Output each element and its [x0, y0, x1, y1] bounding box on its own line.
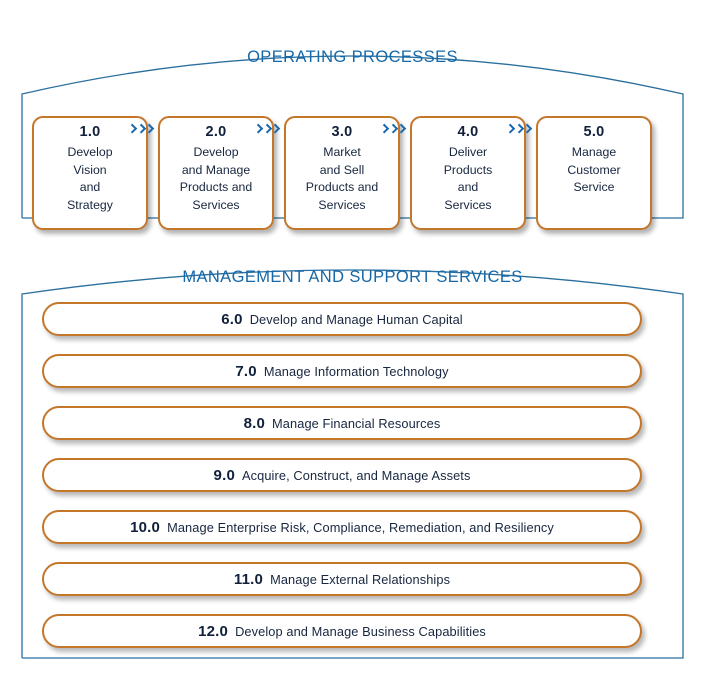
process-box-1-number: 1.0	[79, 124, 101, 140]
support-row-6-label: Develop and Manage Human Capital	[249, 311, 463, 327]
process-box-4[interactable]: 4.0 Deliver Products and Services	[410, 116, 526, 230]
connector-1-2	[129, 121, 153, 135]
process-box-3-line-1: Market	[323, 145, 361, 159]
management-support-services-section: MANAGEMENT AND SUPPORT SERVICES 6.0 Deve…	[0, 248, 705, 688]
support-row-12[interactable]: 12.0 Develop and Manage Business Capabil…	[42, 614, 642, 648]
support-row-9-number: 9.0	[213, 466, 235, 484]
process-box-5-label: Manage Customer Service	[538, 142, 650, 197]
process-box-4-line-4: Services	[444, 197, 492, 212]
process-box-5[interactable]: 5.0 Manage Customer Service	[536, 116, 652, 230]
support-row-10-label: Manage Enterprise Risk, Compliance, Reme…	[167, 519, 554, 535]
process-box-4-line-2: Products	[443, 162, 493, 177]
operating-processes-section: OPERATING PROCESSES 1.0 Develop Vision a…	[0, 22, 705, 232]
chevron-right-icon	[507, 124, 514, 133]
support-row-8-label: Manage Financial Resources	[272, 415, 441, 431]
support-row-11[interactable]: 11.0 Manage External Relationships	[42, 562, 642, 596]
process-box-1-line-2: Vision	[73, 162, 107, 177]
process-box-3-line-3: Products and	[305, 180, 379, 194]
management-support-services-title: MANAGEMENT AND SUPPORT SERVICES	[182, 268, 523, 286]
support-row-9[interactable]: 9.0 Acquire, Construct, and Manage Asset…	[42, 458, 642, 492]
support-row-6-number: 6.0	[221, 310, 243, 328]
process-box-2-line-4: Services	[192, 197, 240, 212]
process-box-1[interactable]: 1.0 Develop Vision and Strategy	[32, 116, 148, 230]
process-box-1-label: Develop Vision and Strategy	[34, 142, 146, 214]
connector-3-4	[381, 121, 405, 135]
process-box-4-line-1: Deliver	[448, 145, 488, 159]
support-row-12-number: 12.0	[198, 622, 229, 640]
process-box-2-line-2: and Manage	[181, 162, 251, 177]
operating-processes-title: OPERATING PROCESSES	[247, 48, 458, 66]
process-box-1-line-3: and	[79, 180, 101, 194]
process-box-1-line-4: Strategy	[67, 197, 113, 212]
support-row-8-number: 8.0	[243, 414, 266, 432]
process-box-2-line-1: Develop	[193, 145, 239, 159]
process-box-3-line-4: Services	[318, 197, 366, 212]
process-box-2-label: Develop and Manage Products and Services	[160, 142, 272, 214]
process-box-5-line-2: Customer	[567, 162, 621, 177]
process-box-2-number: 2.0	[205, 124, 227, 140]
support-row-8[interactable]: 8.0 Manage Financial Resources	[42, 406, 642, 440]
process-box-5-line-3: Service	[573, 180, 615, 194]
process-box-3-line-2: and Sell	[319, 162, 365, 177]
chevron-right-icon	[381, 124, 388, 133]
process-box-4-line-3: and	[457, 180, 479, 194]
process-box-4-number: 4.0	[457, 124, 479, 140]
support-row-11-label: Manage External Relationships	[270, 571, 451, 587]
process-box-3-number: 3.0	[331, 124, 353, 140]
support-row-9-label: Acquire, Construct, and Manage Assets	[241, 467, 471, 483]
process-box-3[interactable]: 3.0 Market and Sell Products and Service…	[284, 116, 400, 230]
support-row-12-label: Develop and Manage Business Capabilities	[235, 623, 486, 639]
chevron-right-icon	[398, 124, 405, 133]
support-row-7[interactable]: 7.0 Manage Information Technology	[42, 354, 642, 388]
process-box-5-number: 5.0	[583, 124, 605, 140]
support-row-10[interactable]: 10.0 Manage Enterprise Risk, Compliance,…	[42, 510, 642, 544]
chevron-right-icon	[255, 124, 262, 133]
support-row-7-number: 7.0	[235, 362, 257, 380]
process-box-2-line-3: Products and	[179, 180, 253, 194]
connector-2-3	[255, 121, 279, 135]
support-row-7-label: Manage Information Technology	[263, 363, 449, 379]
process-box-3-label: Market and Sell Products and Services	[286, 142, 398, 214]
chevron-right-icon	[129, 124, 136, 133]
process-box-1-line-1: Develop	[67, 145, 113, 159]
process-box-4-label: Deliver Products and Services	[412, 142, 524, 214]
support-row-10-number: 10.0	[130, 518, 161, 536]
support-row-11-number: 11.0	[233, 570, 264, 588]
process-box-2[interactable]: 2.0 Develop and Manage Products and Serv…	[158, 116, 274, 230]
process-box-5-line-1: Manage	[571, 145, 617, 159]
chevron-right-icon	[524, 124, 531, 133]
support-row-6[interactable]: 6.0 Develop and Manage Human Capital	[42, 302, 642, 336]
chevron-right-icon	[146, 124, 153, 133]
chevron-right-icon	[272, 124, 279, 133]
connector-4-5	[507, 121, 531, 135]
